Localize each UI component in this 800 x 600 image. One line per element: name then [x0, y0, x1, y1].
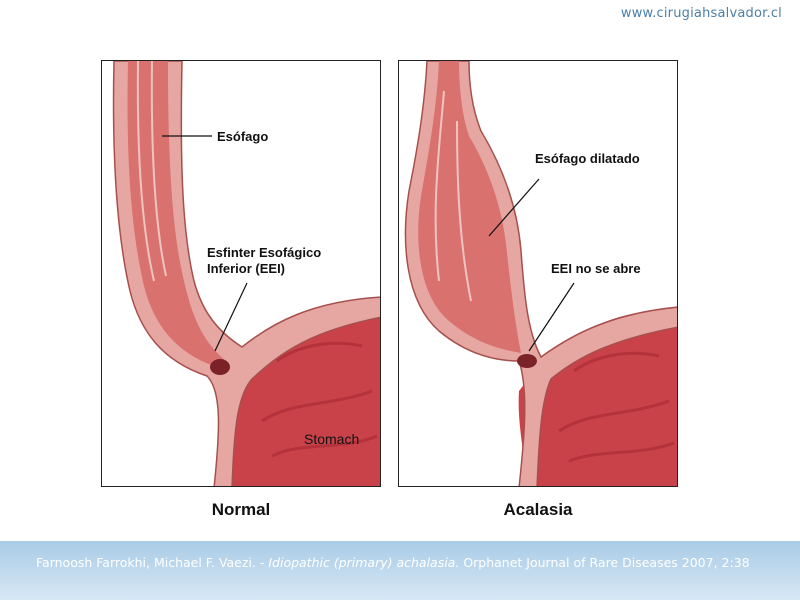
label-esofago-dilatado: Esófago dilatado: [535, 151, 640, 166]
sphincter-shape: [210, 359, 230, 375]
esophagus-wall: [112, 61, 380, 486]
citation-text: Farnoosh Farrokhi, Michael F. Vaezi. - I…: [36, 555, 750, 570]
normal-esophagus-illustration: [112, 61, 380, 486]
label-eei-line1: Esfinter Esofágico: [207, 245, 322, 260]
label-esofago: Esófago: [217, 129, 269, 144]
acalasia-illustration-panel: Esófago dilatado EEI no se abre: [398, 60, 678, 487]
site-url: www.cirugiahsalvador.cl: [620, 6, 782, 21]
label-eei-line2: Inferior (EEI): [207, 261, 286, 276]
citation-authors: Farnoosh Farrokhi, Michael F. Vaezi. -: [36, 555, 269, 570]
label-eei-no-se-abre: EEI no se abre: [551, 261, 641, 276]
no-abre-leader-line: [528, 282, 575, 352]
dilatado-leader-line: [488, 178, 540, 237]
acalasia-esophagus-illustration: [404, 61, 677, 486]
citation-title: Idiopathic (primary) achalasia.: [268, 555, 460, 570]
caption-normal: Normal: [211, 500, 271, 519]
label-stomach: Stomach: [304, 431, 360, 447]
citation-journal: Orphanet Journal of Rare Diseases 2007, …: [459, 555, 750, 570]
dilated-lumen: [418, 61, 521, 353]
citation-footer: Farnoosh Farrokhi, Michael F. Vaezi. - I…: [0, 541, 800, 600]
eei-leader-line: [214, 282, 248, 352]
caption-acalasia: Acalasia: [503, 500, 573, 519]
normal-illustration-panel: Esófago Esfinter Esofágico Inferior (EEI…: [101, 60, 381, 487]
closed-sphincter-shape: [517, 354, 537, 368]
